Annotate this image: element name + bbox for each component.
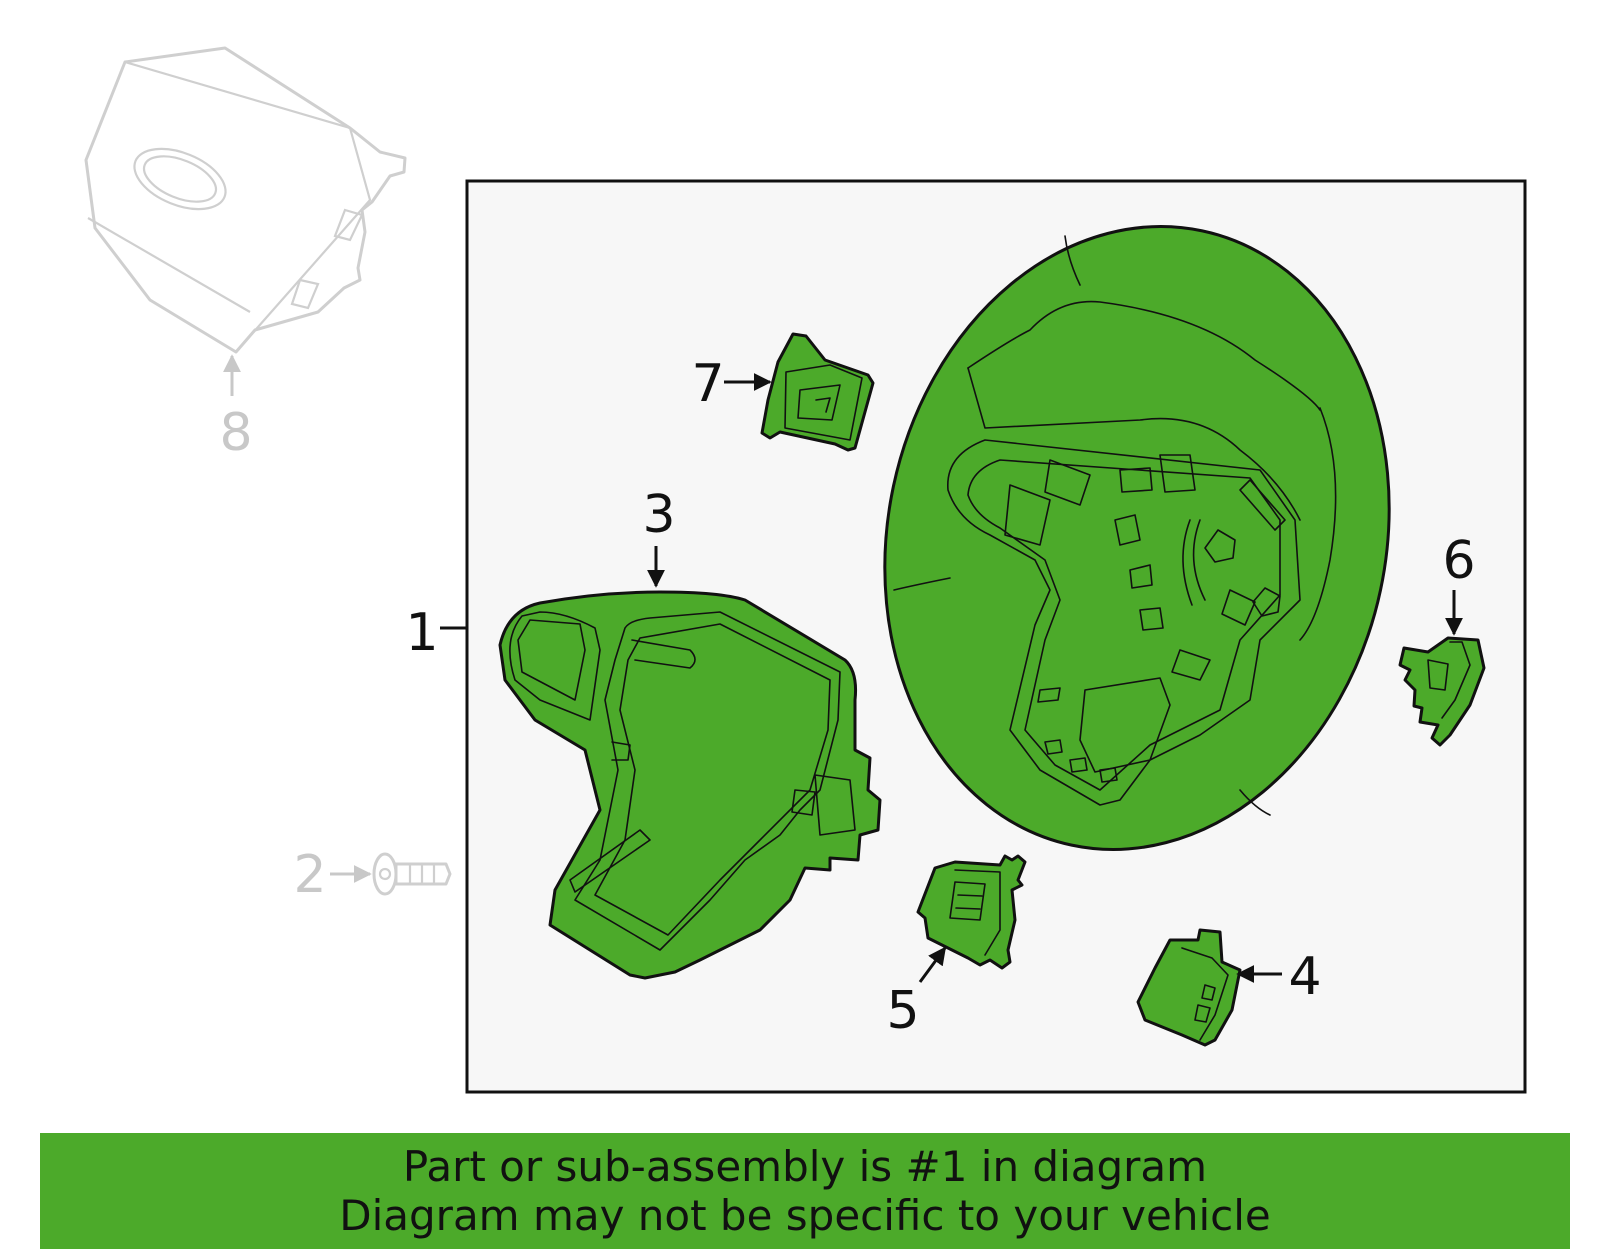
callout-2: 2 — [293, 845, 326, 905]
part-7-switch[interactable] — [760, 332, 875, 452]
part-8-airbag[interactable] — [84, 46, 407, 354]
info-banner: Part or sub-assembly is #1 in diagram Di… — [40, 1133, 1570, 1249]
banner-line-2: Diagram may not be specific to your vehi… — [339, 1191, 1271, 1240]
part-3-cover[interactable] — [498, 590, 882, 980]
callout-7: 7 — [691, 354, 724, 414]
part-2-screw[interactable] — [372, 852, 452, 896]
callout-1: 1 — [405, 603, 438, 663]
callout-8: 8 — [219, 403, 252, 463]
callout-3: 3 — [642, 485, 675, 545]
callout-5-leader — [918, 946, 947, 983]
callout-6: 6 — [1442, 531, 1475, 591]
callout-5: 5 — [886, 981, 919, 1041]
callout-4: 4 — [1288, 947, 1321, 1007]
part-4-module[interactable] — [1136, 928, 1242, 1047]
part-5-switch[interactable] — [916, 854, 1027, 970]
banner-line-1: Part or sub-assembly is #1 in diagram — [402, 1142, 1208, 1191]
part-6-switch[interactable] — [1398, 636, 1486, 747]
part-steering-wheel[interactable] — [828, 179, 1446, 897]
